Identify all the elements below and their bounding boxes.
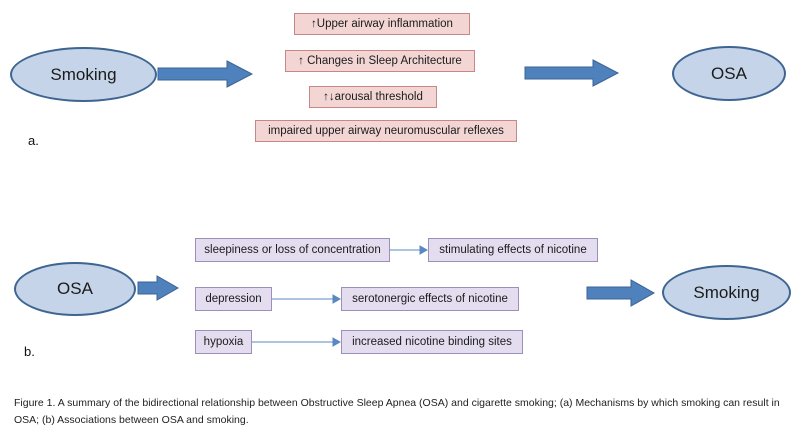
smoking-node: Smoking <box>10 47 157 102</box>
connector-hypoxia-head <box>332 337 342 347</box>
association-cause-1: sleepiness or loss of concentration <box>195 238 390 262</box>
association-cause-3: hypoxia <box>195 330 252 354</box>
association-cause-2: depression <box>195 287 272 311</box>
mechanism-box-4: impaired upper airway neuromuscular refl… <box>255 120 517 142</box>
osa-node: OSA <box>672 46 786 101</box>
connector-depression-head <box>332 294 342 304</box>
association-effect-3: increased nicotine binding sites <box>341 330 523 354</box>
association-effect-1: stimulating effects of nicotine <box>428 238 598 262</box>
arrow-smoking-to-mechanisms <box>157 60 254 88</box>
panel-a-label: a. <box>28 133 39 148</box>
panel-b-label: b. <box>24 344 35 359</box>
figure-caption: Figure 1. A summary of the bidirectional… <box>14 397 780 426</box>
mechanism-box-2: ↑ Changes in Sleep Architecture <box>285 50 475 72</box>
connector-sleepiness-head <box>419 245 429 255</box>
osa-source-node: OSA <box>14 262 136 316</box>
arrow-associations-to-smoking <box>586 279 656 307</box>
mechanism-box-3: ↑↓arousal threshold <box>309 86 437 108</box>
association-effect-2: serotonergic effects of nicotine <box>341 287 519 311</box>
smoking-target-node: Smoking <box>662 265 791 320</box>
mechanism-box-1: ↑Upper airway inflammation <box>294 13 470 35</box>
arrow-osa-to-associations <box>137 275 180 301</box>
arrow-mechanisms-to-osa <box>524 59 620 87</box>
